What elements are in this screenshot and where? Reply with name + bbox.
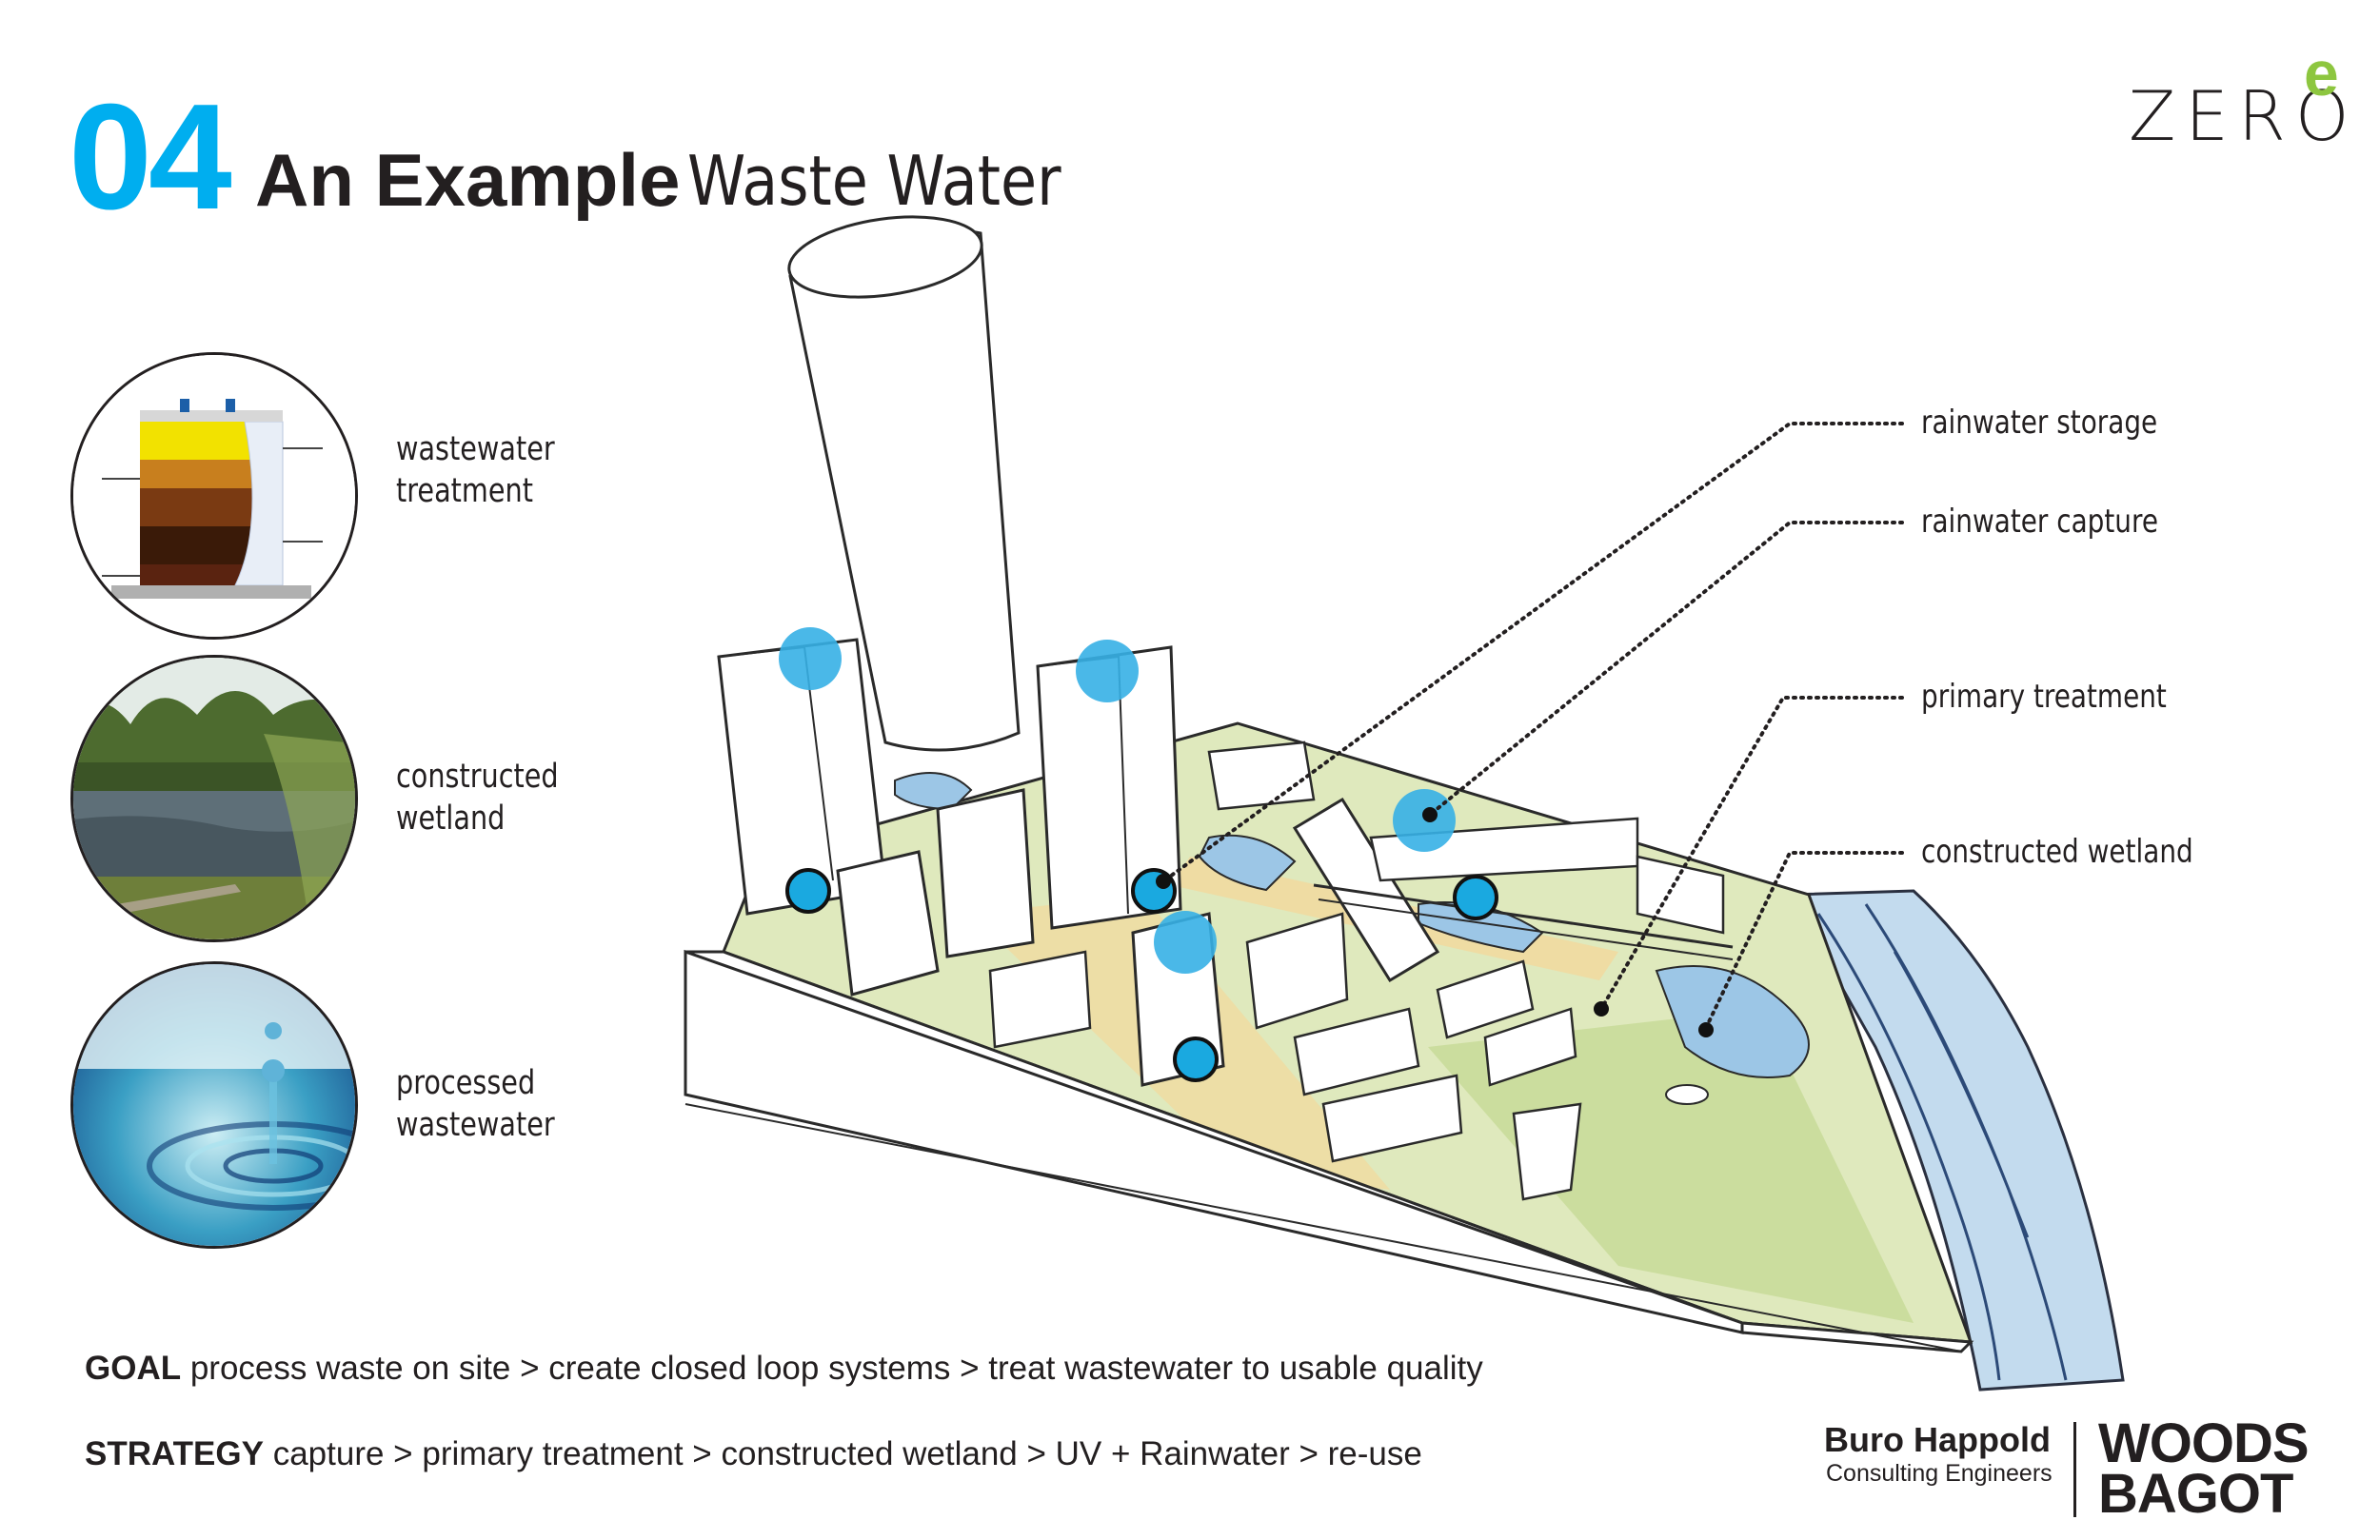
zero-logo-word: ZERO	[2129, 76, 2359, 156]
rainwater-storage-marker	[1453, 875, 1498, 920]
page-title-light: Waste Water	[687, 141, 1061, 221]
callout-primary-treatment: primary treatment	[1921, 678, 2167, 716]
credits-divider	[2073, 1422, 2076, 1517]
buro-happold-subtitle: Consulting Engineers	[1826, 1460, 2053, 1487]
goal-line: GOAL process waste on site > create clos…	[85, 1350, 1483, 1388]
leader-rainwater-storage	[1161, 422, 1904, 883]
rainwater-capture-marker	[1076, 640, 1139, 702]
goal-key: GOAL	[85, 1350, 182, 1387]
strategy-key: STRATEGY	[85, 1435, 264, 1472]
rainwater-capture-marker	[1393, 789, 1456, 852]
water-drop-photo	[70, 961, 358, 1249]
strategy-text: capture > primary treatment > constructe…	[272, 1435, 1422, 1472]
wetland-pond	[1655, 965, 1810, 1078]
callout-constructed-wetland: constructed wetland	[1921, 833, 2193, 871]
digester-tank-image	[70, 352, 358, 640]
section-number: 04	[69, 73, 232, 241]
callout-rainwater-capture: rainwater capture	[1921, 503, 2158, 541]
goal-text: process waste on site > create closed lo…	[189, 1350, 1483, 1387]
leader-primary-treatment	[1599, 696, 1904, 1011]
rainwater-storage-marker	[1173, 1037, 1219, 1082]
buro-happold-logo: Buro Happold	[1824, 1420, 2051, 1459]
rainwater-storage-marker	[785, 868, 831, 914]
page-title-bold: An Example	[255, 138, 681, 222]
rainwater-capture-marker	[779, 627, 842, 690]
strategy-line: STRATEGY capture > primary treatment > c…	[85, 1435, 1422, 1473]
wetland-photo	[70, 655, 358, 942]
leader-rainwater-capture	[1428, 521, 1904, 817]
leader-constructed-wetland	[1704, 851, 1904, 1030]
river	[1787, 889, 2125, 1392]
callout-rainwater-storage: rainwater storage	[1921, 404, 2158, 442]
rainwater-capture-marker	[1154, 911, 1217, 974]
zero-logo-superscript: e	[2304, 38, 2339, 109]
